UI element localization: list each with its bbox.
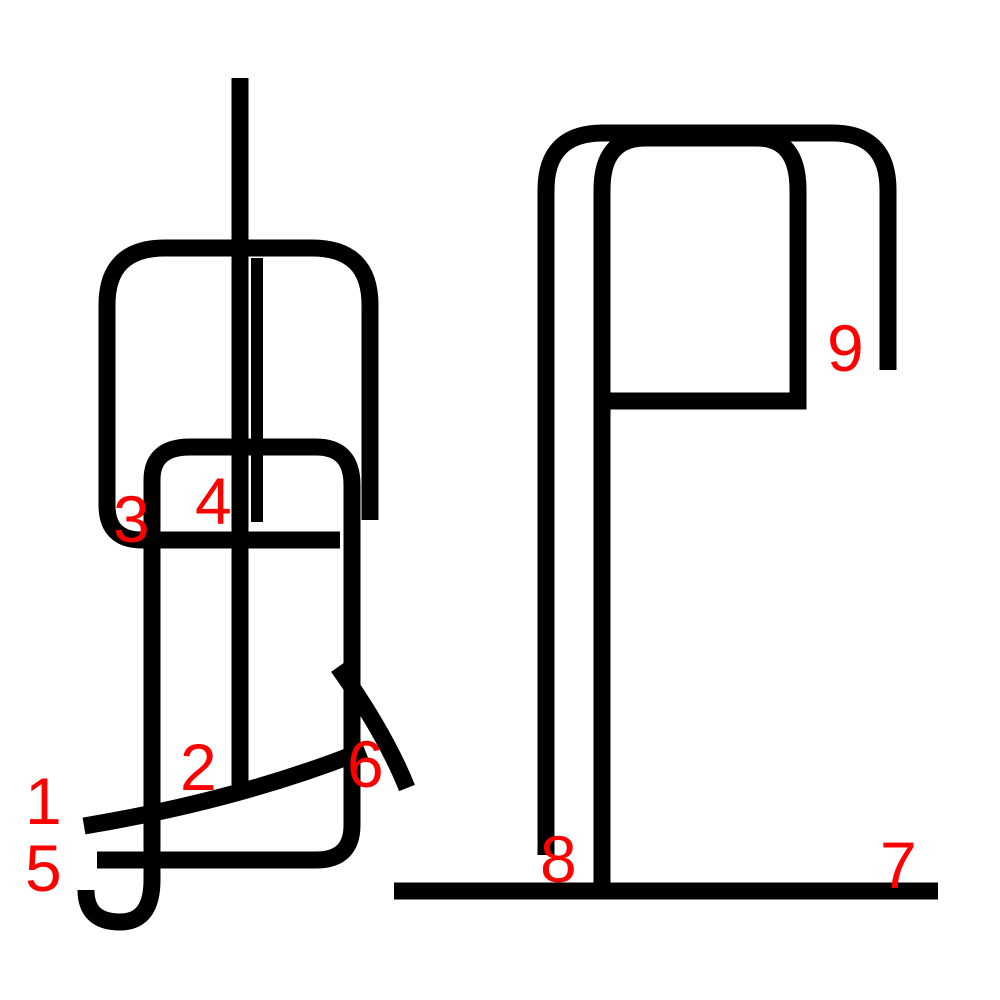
stroke-short-fall [331,662,415,792]
stroke-lower-box [97,438,361,880]
label-1: 1 [25,764,62,838]
label-9: 9 [827,311,864,385]
label-4: 4 [195,464,232,538]
label-3: 3 [113,482,150,556]
label-8: 8 [540,822,577,896]
stroke-hook [77,879,161,931]
stroke-diagonal-rise [82,742,369,835]
label-2: 2 [180,730,217,804]
label-5: 5 [25,831,62,905]
label-6: 6 [347,727,384,801]
stroke-upper-box [98,239,379,549]
stroke-inner-frame [593,129,807,885]
label-7: 7 [880,828,917,902]
